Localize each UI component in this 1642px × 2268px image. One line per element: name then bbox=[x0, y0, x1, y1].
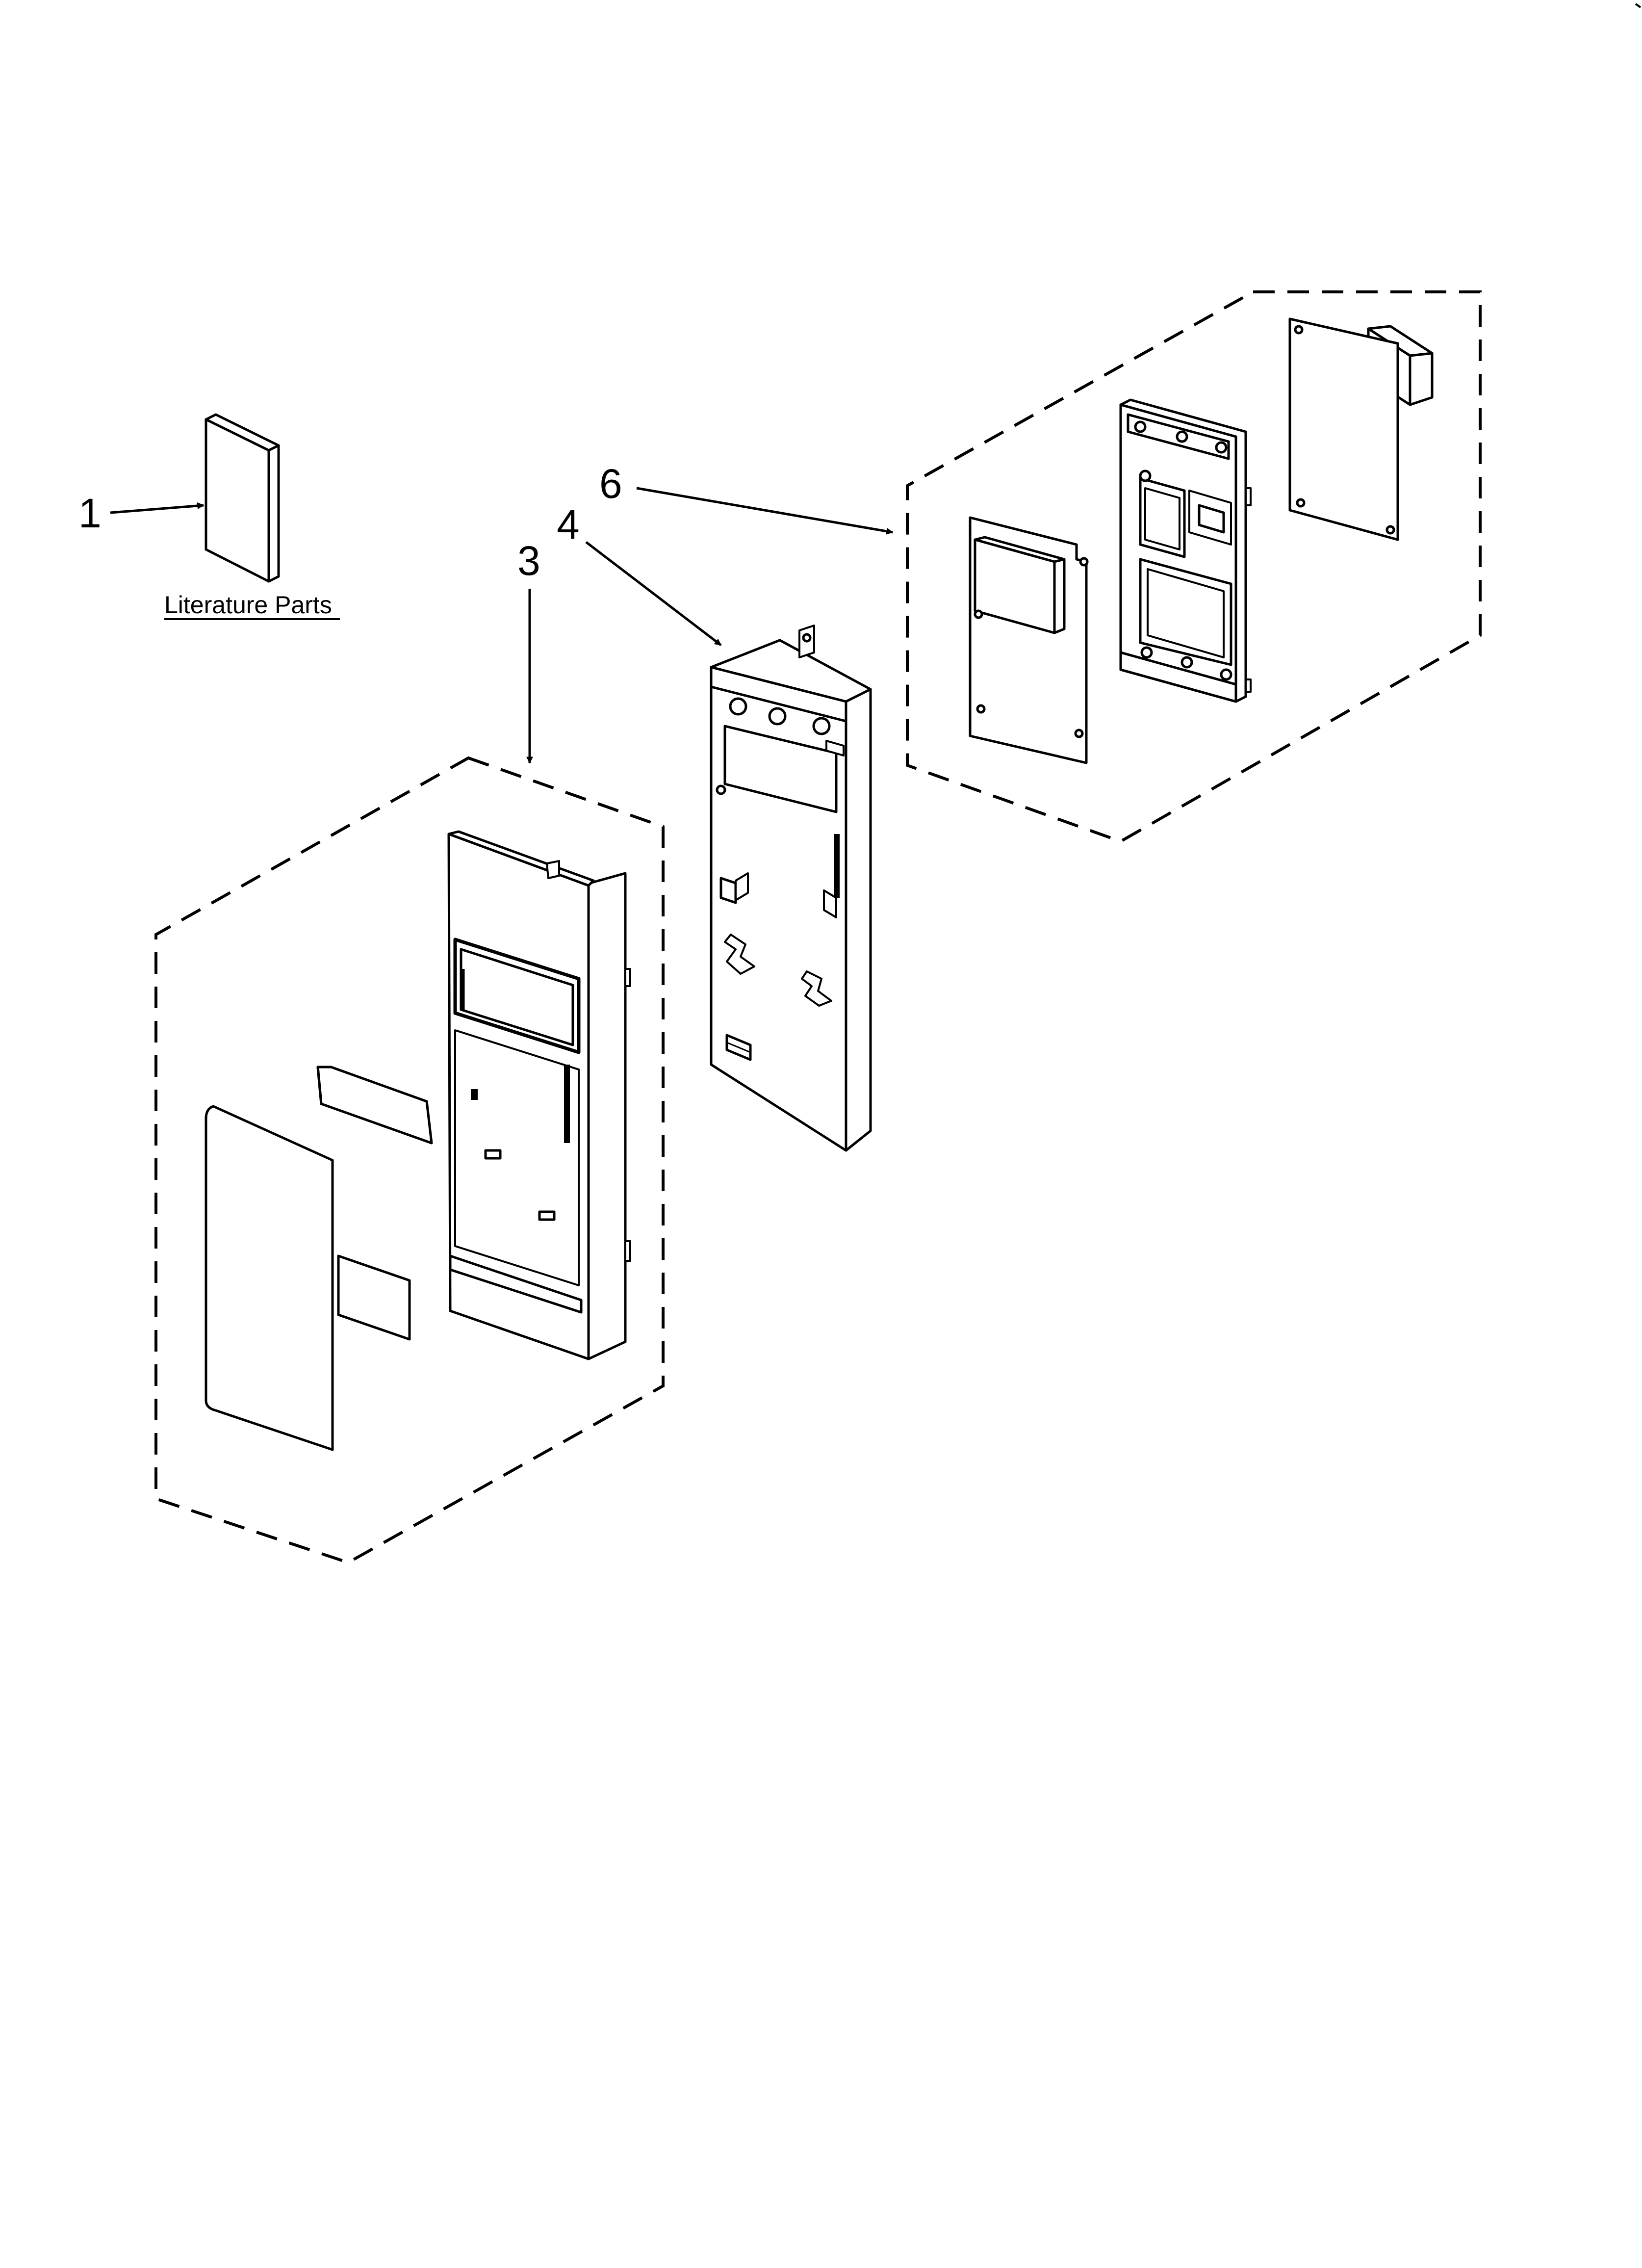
display-lens bbox=[316, 1066, 433, 1145]
callout-leader-4 bbox=[585, 541, 722, 646]
callout-leader-1 bbox=[110, 502, 205, 514]
item-3-group-boundary bbox=[154, 756, 665, 1564]
callout-4: 4 bbox=[557, 501, 580, 547]
control-panel-housing bbox=[710, 625, 872, 1152]
callout-1: 1 bbox=[78, 490, 102, 536]
switch-frame bbox=[1119, 398, 1252, 703]
overlay-membrane bbox=[205, 1105, 334, 1451]
callout-3: 3 bbox=[517, 538, 540, 584]
control-board bbox=[969, 516, 1089, 764]
item-6-group-boundary bbox=[906, 290, 1482, 843]
nameplate bbox=[337, 1254, 411, 1341]
literature-booklet bbox=[205, 413, 280, 583]
corner-mark bbox=[1635, 3, 1642, 8]
callout-leader-6 bbox=[636, 487, 894, 535]
pcb-board bbox=[1288, 317, 1434, 541]
control-panel-frame bbox=[447, 830, 631, 1360]
literature-parts-caption: Literature Parts bbox=[164, 591, 332, 619]
callout-6: 6 bbox=[599, 461, 622, 507]
